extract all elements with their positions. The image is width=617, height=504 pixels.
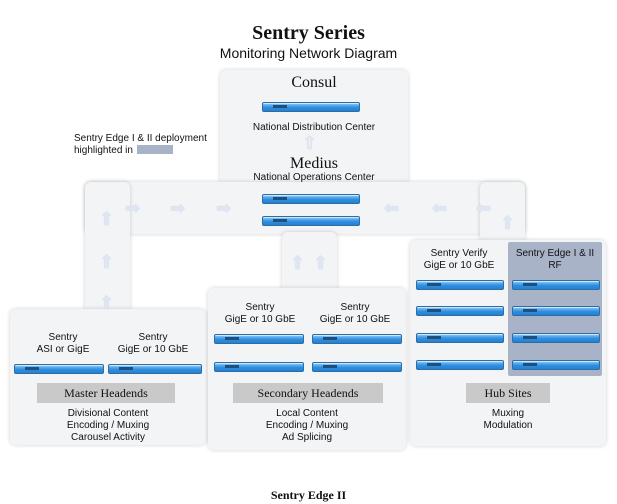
master-desc-1: Divisional Content — [67, 408, 149, 419]
hub-edge-device-4 — [512, 360, 600, 370]
hub-sites-label: Hub Sites — [466, 383, 550, 403]
arrow-up-icon: ⬆ — [99, 209, 115, 229]
secondary-device-left-2 — [214, 362, 304, 372]
hub-verify-device-4 — [416, 360, 504, 370]
medius-title: Medius — [290, 155, 338, 172]
master-device-left-label-2: ASI or GigE — [36, 344, 90, 355]
arrow-left-icon: ⬅ — [476, 198, 492, 218]
hub-verify-label-1: Sentry Verify — [430, 248, 488, 259]
legend-swatch — [137, 145, 173, 154]
hub-desc-1: Muxing — [491, 408, 525, 419]
master-device-right-label-2: GigE or 10 GbE — [117, 344, 189, 355]
secondary-headends-label: Secondary Headends — [233, 383, 383, 403]
diagram-footer-caption: Sentry Edge II — [270, 488, 347, 502]
consul-panel — [220, 70, 408, 185]
hub-edge-label-2: RF — [548, 260, 562, 271]
legend-text-1: Sentry Edge I & II deployment — [74, 133, 207, 144]
consul-title: Consul — [291, 74, 337, 91]
hub-desc-2: Modulation — [483, 420, 533, 431]
arrow-up-icon: ⬆ — [313, 253, 329, 273]
secondary-device-right-label-1: Sentry — [340, 302, 370, 313]
secondary-desc-2: Encoding / Muxing — [265, 420, 349, 431]
medius-device-1 — [262, 194, 360, 204]
arrow-up-icon: ⇧ — [302, 133, 318, 153]
arrow-left-icon: ⬅ — [432, 198, 448, 218]
arrow-up-icon: ⬆ — [500, 213, 516, 233]
secondary-device-right-1 — [312, 334, 402, 344]
diagram-title: Sentry Series — [252, 22, 365, 44]
backbone-right-leg — [480, 182, 525, 242]
consul-caption: National Distribution Center — [252, 122, 376, 133]
secondary-device-left-label-1: Sentry — [245, 302, 275, 313]
arrow-right-icon: ➡ — [216, 198, 232, 218]
consul-device — [262, 102, 360, 112]
legend-text-2: highlighted in — [74, 145, 133, 156]
arrow-up-icon: ⬆ — [99, 293, 115, 313]
master-desc-3: Carousel Activity — [71, 432, 145, 443]
master-device-right-label-1: Sentry — [138, 332, 168, 343]
hub-edge-label-1: Sentry Edge I & II — [515, 248, 595, 259]
hub-verify-device-1 — [416, 280, 504, 290]
network-backbone-panel — [85, 182, 525, 234]
secondary-desc-3: Ad Splicing — [281, 432, 333, 443]
hub-edge-device-3 — [512, 333, 600, 343]
diagram-subtitle: Monitoring Network Diagram — [219, 45, 398, 61]
secondary-device-left-1 — [214, 334, 304, 344]
master-device-left-label-1: Sentry — [48, 332, 78, 343]
medius-device-2 — [262, 216, 360, 226]
master-device-right — [108, 364, 202, 374]
secondary-desc-1: Local Content — [276, 408, 338, 419]
hub-edge-device-1 — [512, 280, 600, 290]
arrow-up-icon: ⬆ — [290, 253, 306, 273]
arrow-right-icon: ➡ — [170, 198, 186, 218]
master-device-left — [14, 364, 104, 374]
master-headends-panel — [10, 309, 206, 445]
arrow-right-icon: ➡ — [125, 198, 141, 218]
hub-verify-device-3 — [416, 333, 504, 343]
arrow-left-icon: ⬅ — [384, 198, 400, 218]
backbone-left-leg — [85, 182, 130, 317]
backbone-middle-leg — [282, 232, 337, 292]
medius-caption: National Operations Center — [253, 172, 375, 183]
secondary-device-right-label-2: GigE or 10 GbE — [319, 314, 391, 325]
hub-verify-device-2 — [416, 306, 504, 316]
master-headends-label: Master Headends — [37, 383, 175, 403]
master-desc-2: Encoding / Muxing — [66, 420, 150, 431]
secondary-device-left-label-2: GigE or 10 GbE — [224, 314, 296, 325]
hub-edge-device-2 — [512, 306, 600, 316]
arrow-up-icon: ⬆ — [99, 252, 115, 272]
secondary-device-right-2 — [312, 362, 402, 372]
hub-verify-label-2: GigE or 10 GbE — [423, 260, 495, 271]
